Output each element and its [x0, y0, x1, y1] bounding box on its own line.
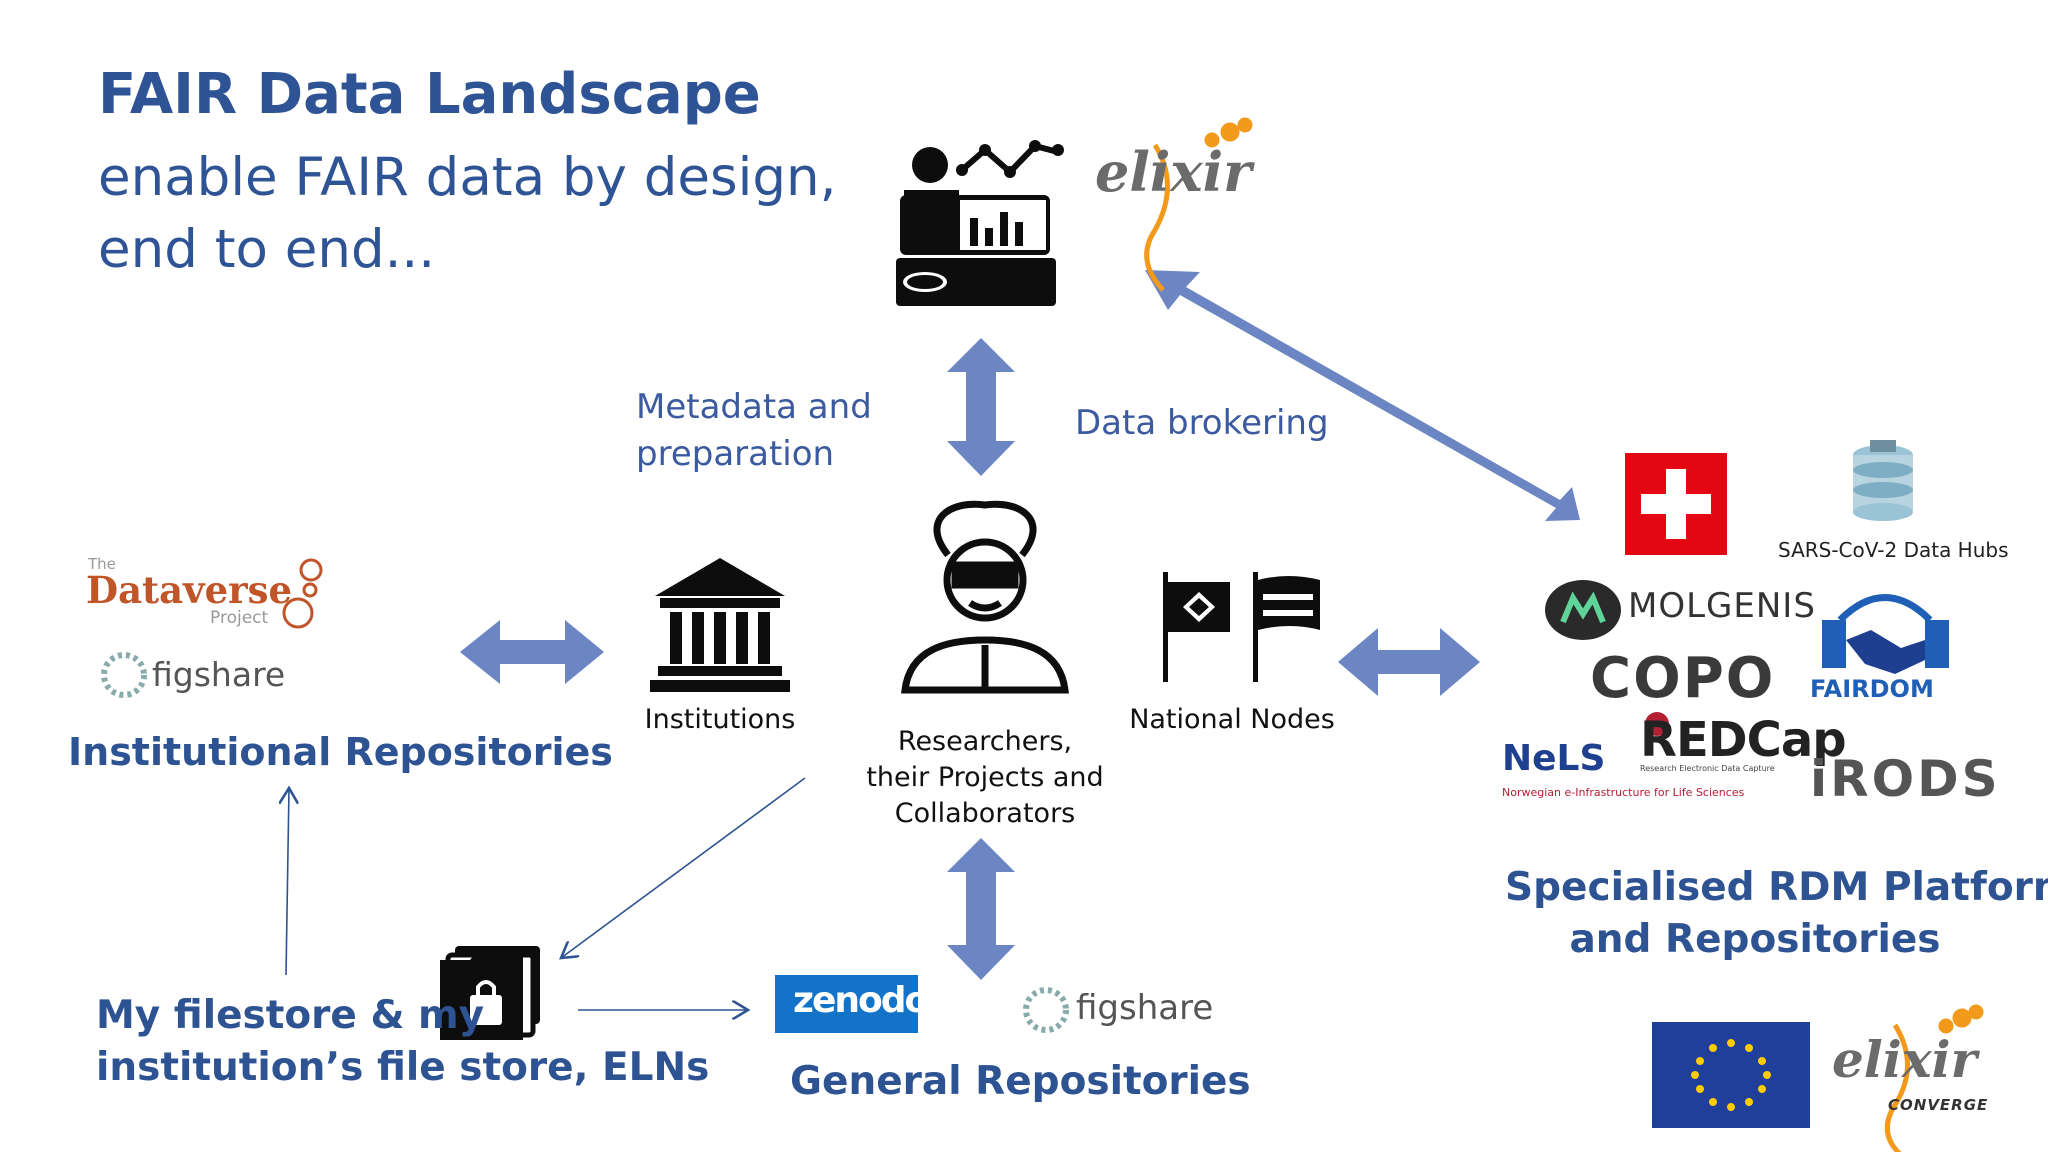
elixir-helix-icon — [1144, 117, 1253, 292]
dataverse-logo: Dataverse — [86, 568, 293, 612]
elixir-converge-helix-icon — [1884, 1004, 1984, 1152]
molgenis-logo: MOLGENIS — [1628, 586, 1816, 626]
arrow-brokering — [1145, 270, 1580, 521]
label-researchers-line-1: Researchers, — [897, 726, 1073, 757]
elixir-converge-logo: elixir — [1832, 1030, 1977, 1089]
arrow-metadata — [947, 338, 1015, 476]
section-specialised-line-1: Specialised RDM Platforms — [1505, 865, 2048, 910]
label-researchers-line-2: their Projects and — [866, 762, 1104, 793]
figshare-logo-right: figshare — [1076, 988, 1214, 1028]
zenodo-logo-box — [775, 975, 918, 1033]
eu-flag-icon — [1652, 1022, 1810, 1128]
redcap-logo: REDCap — [1640, 712, 1847, 768]
section-filestore-line-1: My filestore & my — [96, 993, 485, 1038]
label-sars-data-hubs: SARS-CoV-2 Data Hubs — [1778, 538, 2009, 562]
redcap-pin-icon — [1645, 712, 1669, 736]
thin-arrow-up — [286, 788, 289, 976]
arrow-general — [947, 838, 1015, 980]
eu-stars — [1691, 1039, 1771, 1111]
page-subtitle: enable FAIR data by design, end to end..… — [98, 142, 836, 286]
copo-logo: COPO — [1590, 646, 1776, 711]
data-analyst-icon — [896, 140, 1064, 306]
converge-label: CONVERGE — [1888, 1096, 1989, 1114]
label-researchers-line-3: Collaborators — [894, 798, 1076, 829]
label-metadata-line-1: Metadata and — [636, 387, 872, 427]
subtitle-line-2: end to end... — [98, 219, 436, 280]
institution-building-icon — [650, 558, 790, 692]
section-filestore: My filestore & my institution’s file sto… — [96, 990, 709, 1094]
section-specialised-line-2: and Repositories — [1569, 917, 1941, 962]
section-institutional-repositories: Institutional Repositories — [68, 730, 613, 774]
section-specialised: Specialised RDM Platforms and Repositori… — [1505, 862, 2048, 966]
label-metadata-preparation: Metadata and preparation — [636, 384, 872, 478]
section-filestore-line-2: institution’s file store, ELNs — [96, 1045, 710, 1090]
elixir-logo: elixir — [1095, 140, 1252, 204]
label-national-nodes: National Nodes — [1129, 704, 1335, 735]
researcher-icon — [901, 500, 1069, 694]
fairdom-logo: FAIRDOM — [1810, 675, 1934, 703]
figshare-icon-left — [101, 652, 147, 698]
section-general-repositories: General Repositories — [790, 1059, 1251, 1104]
database-server-icon — [1853, 440, 1913, 521]
subtitle-line-1: enable FAIR data by design, — [98, 147, 837, 208]
dataverse-the: The — [88, 555, 116, 573]
filestore-folder-icon — [440, 946, 540, 1040]
dataverse-rings-icon — [282, 558, 323, 629]
figshare-icon-right — [1023, 987, 1069, 1033]
label-metadata-line-2: preparation — [636, 434, 835, 474]
national-flags-icon — [1163, 572, 1320, 682]
dataverse-project: Project — [210, 608, 269, 628]
figshare-logo-left: figshare — [152, 655, 286, 694]
irods-logo: iRODS — [1810, 750, 2001, 808]
label-data-brokering: Data brokering — [1075, 403, 1329, 443]
zenodo-logo: zenodo — [793, 980, 929, 1021]
label-institutions: Institutions — [644, 704, 796, 735]
nels-logo: NeLS — [1502, 738, 1606, 779]
redcap-subtitle: Research Electronic Data Capture — [1640, 764, 1775, 773]
thin-arrow-diag — [561, 777, 806, 958]
label-researchers: Researchers, their Projects and Collabor… — [860, 724, 1110, 832]
arrow-institutional — [460, 620, 604, 684]
arrow-national — [1338, 628, 1480, 696]
fairdom-logo-icon — [1822, 594, 1949, 674]
nels-subtitle: Norwegian e-Infrastructure for Life Scie… — [1502, 786, 1745, 799]
page-title: FAIR Data Landscape — [98, 62, 761, 127]
